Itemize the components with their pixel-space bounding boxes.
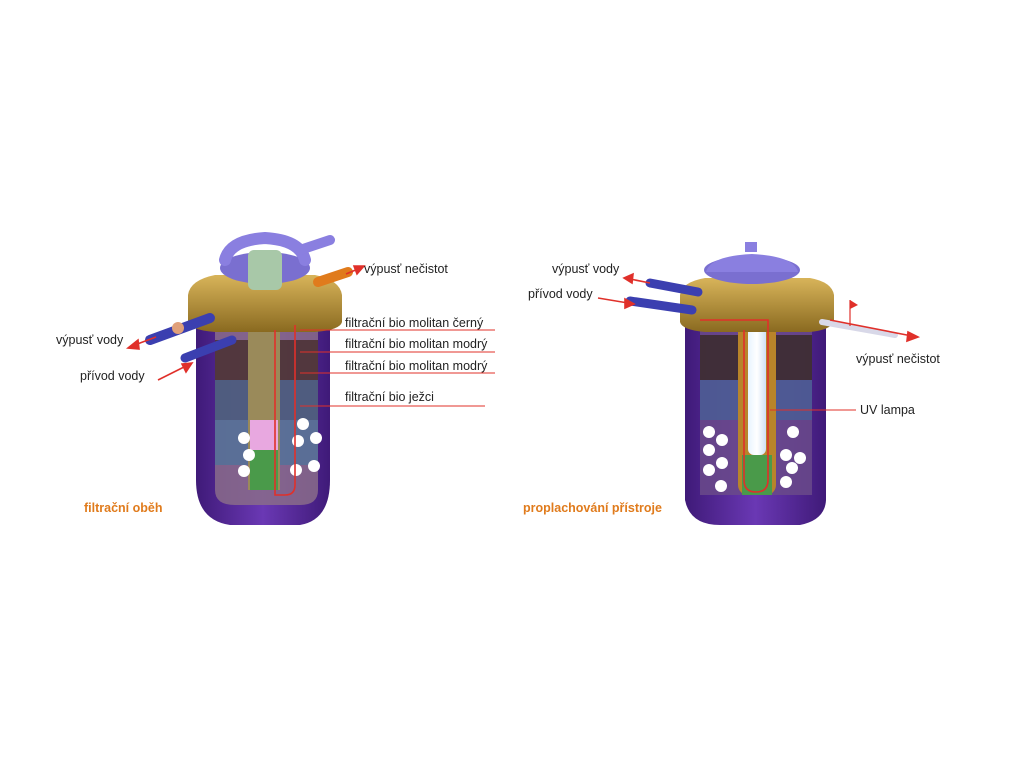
label-right-dirt-outlet: výpusť nečistot [856,352,940,366]
right-flag [850,300,858,309]
uv-lamp-tube [748,325,766,455]
label-foam-blue-1: filtrační bio molitan modrý [345,337,487,351]
right-dirt-pipe [822,322,895,335]
right-collar [680,278,834,332]
label-right-water-inlet: přívod vody [528,287,593,301]
label-left-dirt-outlet: výpusť nečistot [364,262,448,276]
caption-left: filtrační oběh [84,501,162,515]
left-filter-illustration [128,238,495,525]
label-foam-blue-2: filtrační bio molitan modrý [345,359,487,373]
label-left-water-outlet: výpusť vody [56,333,123,347]
label-right-water-outlet: výpusť vody [552,262,619,276]
right-filter-illustration [598,242,918,525]
label-bio-balls: filtrační bio ježci [345,390,434,404]
caption-right: proplachování přístroje [523,501,662,515]
label-foam-black: filtrační bio molitan černý [345,316,483,330]
label-uv-lamp: UV lampa [860,403,915,417]
label-left-water-inlet: přívod vody [80,369,145,383]
left-dirt-pipe [318,272,348,282]
